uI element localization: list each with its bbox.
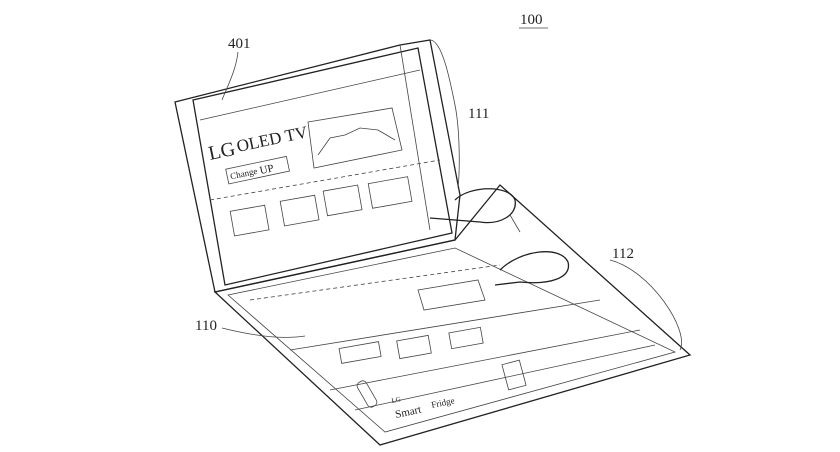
title-word1: Smart (394, 404, 422, 421)
keyboard-image (417, 279, 486, 311)
fridge-image (501, 359, 527, 391)
leader-112 (609, 259, 682, 351)
hand-upper (429, 188, 516, 224)
ref-401: 401 (228, 36, 251, 52)
card (229, 204, 270, 237)
lower-panel: LG Smart Fridge (213, 184, 692, 446)
leader-401 (221, 51, 239, 101)
hero-image (307, 107, 403, 169)
brand-logo: LG (391, 395, 402, 405)
card (279, 194, 320, 227)
card (322, 184, 363, 217)
ref-112: 112 (612, 246, 634, 262)
lg-logo: LG (206, 138, 237, 165)
ref-100: 100 (520, 12, 543, 28)
upper-display (192, 47, 453, 286)
card (367, 176, 413, 209)
brace-111 (429, 39, 460, 189)
hinge-slot (356, 380, 378, 408)
change-up-button[interactable]: Change UP (225, 155, 290, 185)
leader-110 (221, 327, 306, 338)
hand-lower (494, 251, 570, 286)
title-word2: Fridge (430, 395, 455, 410)
upper-panel: LG OLED TV Change UP (174, 39, 461, 293)
headline: OLED TV (235, 122, 310, 156)
ref-110: 110 (195, 318, 217, 334)
ref-111: 111 (468, 106, 489, 122)
svg-text:UP: UP (259, 162, 275, 177)
svg-text:Change: Change (229, 166, 258, 181)
